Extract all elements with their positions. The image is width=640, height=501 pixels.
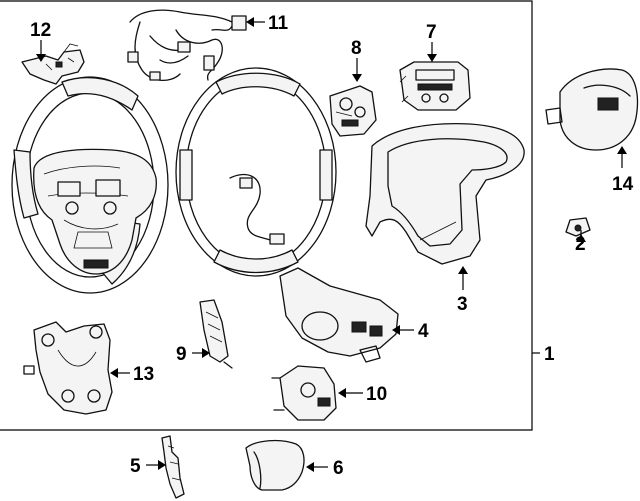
callout-10: 10 bbox=[366, 384, 387, 405]
callout-9: 9 bbox=[176, 344, 187, 365]
assembly-frame bbox=[0, 0, 533, 431]
callout-8: 8 bbox=[351, 38, 362, 59]
callout-2: 2 bbox=[575, 234, 586, 255]
steering-wheel-rear-view bbox=[11, 76, 169, 294]
part-8-switch bbox=[329, 85, 377, 137]
part-14-airbag bbox=[545, 68, 639, 151]
part-11-wiring-harness bbox=[127, 9, 247, 81]
part-9-clip-bracket bbox=[199, 299, 233, 369]
callout-12: 12 bbox=[30, 20, 51, 41]
part-13-lower-shroud bbox=[23, 321, 113, 415]
callout-6: 6 bbox=[333, 458, 344, 479]
part-6-cover-pad bbox=[245, 439, 305, 491]
part-7-switch bbox=[399, 61, 471, 111]
callout-3: 3 bbox=[457, 294, 468, 315]
leader-lines bbox=[36, 17, 627, 472]
part-3-trim-bezel bbox=[365, 123, 525, 265]
callout-7: 7 bbox=[426, 22, 437, 43]
part-5-bracket bbox=[161, 435, 185, 499]
callout-5: 5 bbox=[130, 456, 141, 477]
callout-13: 13 bbox=[133, 364, 154, 385]
part-2-bolt bbox=[565, 217, 591, 237]
callout-4: 4 bbox=[418, 321, 429, 342]
steering-wheel-front-view bbox=[175, 67, 337, 277]
callout-14: 14 bbox=[612, 174, 634, 195]
callout-1: 1 bbox=[544, 344, 555, 365]
part-12-bracket bbox=[21, 43, 85, 85]
callout-11: 11 bbox=[268, 13, 289, 34]
part-10-control-switch bbox=[271, 365, 337, 421]
part-4-lower-cover bbox=[279, 267, 399, 363]
